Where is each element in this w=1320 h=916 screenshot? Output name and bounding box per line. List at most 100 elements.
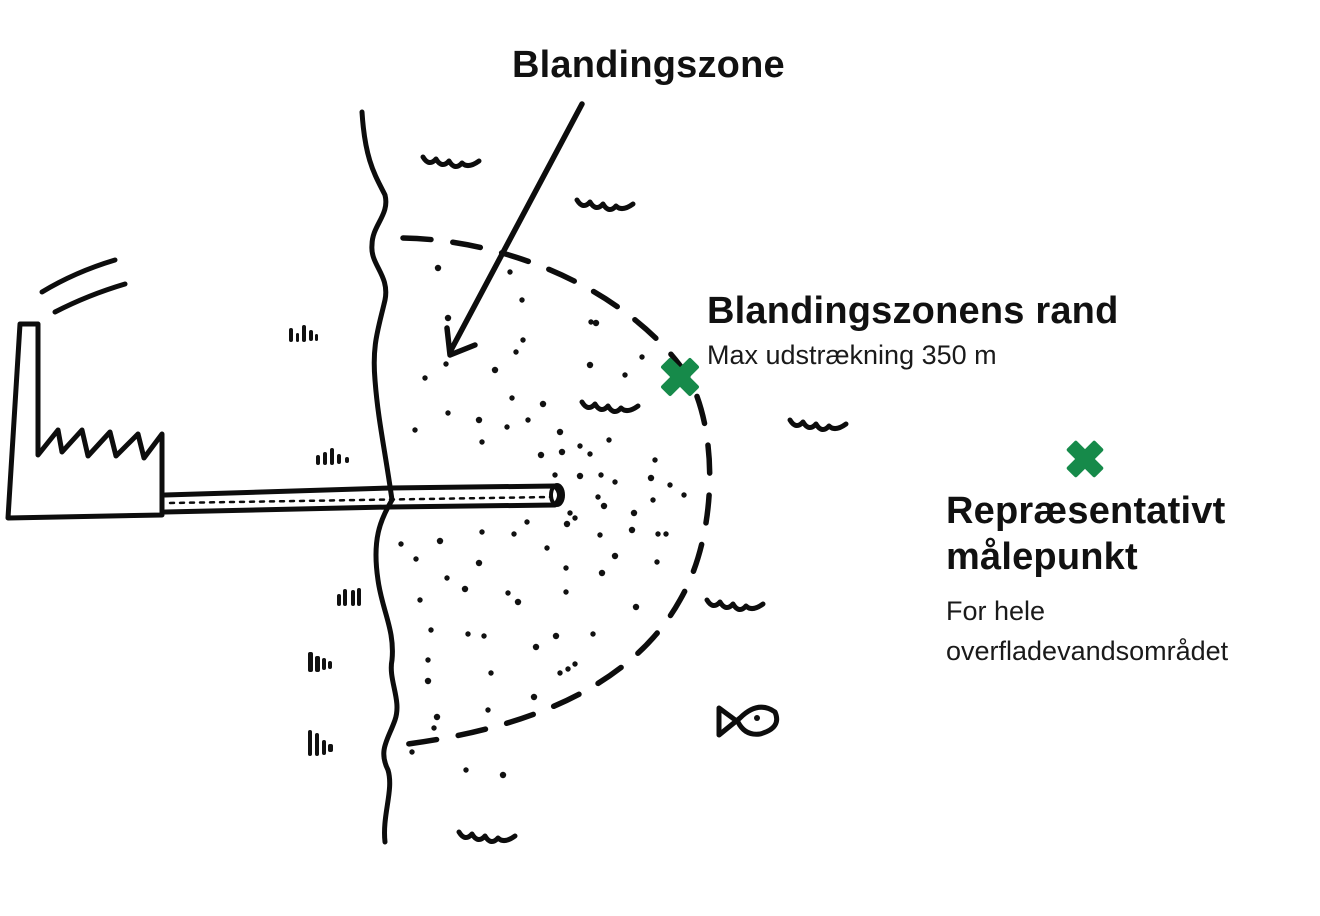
plume-dot xyxy=(513,349,519,355)
plume-dot xyxy=(598,569,606,577)
plume-dot xyxy=(639,354,645,360)
plume-dot xyxy=(611,552,619,560)
plume-dot xyxy=(663,531,669,537)
plume-dot xyxy=(485,707,491,713)
plume-dot xyxy=(567,510,573,516)
plume-dot xyxy=(598,472,604,478)
green-x-icon xyxy=(1066,440,1104,478)
discharge-pipe xyxy=(162,483,565,515)
plume-dots xyxy=(398,264,687,779)
plume-dot xyxy=(622,372,628,378)
plume-dot xyxy=(577,443,583,449)
zone-edge-title: Blandingszonens rand xyxy=(707,290,1119,332)
plume-dot xyxy=(525,417,531,423)
plume-dot xyxy=(544,545,550,551)
plume-dot xyxy=(552,632,560,640)
plume-dot xyxy=(413,556,419,562)
plume-dot xyxy=(647,474,655,482)
plume-dot xyxy=(505,590,511,596)
plume-dot xyxy=(563,520,571,528)
plume-dot xyxy=(511,531,517,537)
plume-dot xyxy=(565,666,571,672)
plume-dot xyxy=(424,677,432,685)
plume-dot xyxy=(479,439,485,445)
fish-icon xyxy=(716,704,780,738)
plume-dot xyxy=(576,472,584,480)
plume-dot xyxy=(654,559,660,565)
plume-dot xyxy=(530,693,538,701)
plume-dot xyxy=(655,531,661,537)
plume-dot xyxy=(650,497,656,503)
plume-dot xyxy=(436,537,444,545)
plume-dot xyxy=(488,670,494,676)
representative-point-subtitle: For hele overfladevandsområdet xyxy=(946,591,1306,671)
plume-dot xyxy=(475,559,483,567)
plume-dot xyxy=(504,424,510,430)
wave-icons xyxy=(420,154,849,844)
plume-dot xyxy=(475,416,483,424)
plume-dot xyxy=(444,314,452,322)
plume-dot xyxy=(428,627,434,633)
plume-dot xyxy=(514,598,522,606)
plume-dot xyxy=(595,494,601,500)
plume-dot xyxy=(587,451,593,457)
plume-dot xyxy=(499,771,507,779)
representative-title-line1: Repræsentativt xyxy=(946,490,1226,532)
plume-dot xyxy=(600,502,608,510)
plume-dot xyxy=(465,631,471,637)
plume-dot xyxy=(524,519,530,525)
factory-icon xyxy=(5,257,165,521)
plume-dot xyxy=(557,670,563,676)
plume-dot xyxy=(597,532,603,538)
plume-dot xyxy=(606,437,612,443)
mixing-zone-label: Blandingszone xyxy=(512,44,785,86)
plume-dot xyxy=(628,526,636,534)
plume-dot xyxy=(444,575,450,581)
plume-dot xyxy=(398,541,404,547)
green-x-icon xyxy=(661,358,699,396)
plume-dot xyxy=(491,366,499,374)
representative-subtitle-line2: overfladevandsområdet xyxy=(946,636,1229,666)
plume-dot xyxy=(632,603,640,611)
plume-dot xyxy=(443,361,449,367)
plume-dot xyxy=(563,589,569,595)
plume-dot xyxy=(563,565,569,571)
plume-dot xyxy=(630,509,638,517)
plume-dot xyxy=(434,264,442,272)
plume-dot xyxy=(412,427,418,433)
representative-point-title: Repræsentativt målepunkt xyxy=(946,488,1286,580)
shoreline xyxy=(359,109,400,845)
plume-dot xyxy=(586,361,594,369)
plume-dot xyxy=(556,428,564,436)
arrow-icon xyxy=(444,101,585,358)
plume-dot xyxy=(422,375,428,381)
plume-dot xyxy=(509,395,515,401)
representative-title-line2: målepunkt xyxy=(946,536,1138,578)
plume-dot xyxy=(417,597,423,603)
plume-dot xyxy=(431,725,437,731)
zone-edge-subtitle: Max udstrækning 350 m xyxy=(707,340,997,370)
plume-dot xyxy=(425,657,431,663)
representative-point-marker xyxy=(1066,440,1104,478)
plume-dot xyxy=(539,400,547,408)
plume-dot xyxy=(507,269,513,275)
plume-dot xyxy=(445,410,451,416)
plume-dot xyxy=(537,451,545,459)
plume-dot xyxy=(588,319,594,325)
plume-dot xyxy=(572,661,578,667)
plume-dot xyxy=(552,472,558,478)
plume-dot xyxy=(463,767,469,773)
plume-dot xyxy=(479,529,485,535)
plume-dot xyxy=(409,749,415,755)
plume-dot xyxy=(572,515,578,521)
plume-dot xyxy=(461,585,469,593)
plume-dot xyxy=(681,492,687,498)
plume-dot xyxy=(612,479,618,485)
zone-edge-marker xyxy=(661,358,699,396)
representative-subtitle-line1: For hele xyxy=(946,596,1046,626)
plume-dot xyxy=(532,643,540,651)
plume-dot xyxy=(558,448,566,456)
mixing-zone-boundary xyxy=(397,235,713,748)
reeds-icon xyxy=(289,325,361,756)
